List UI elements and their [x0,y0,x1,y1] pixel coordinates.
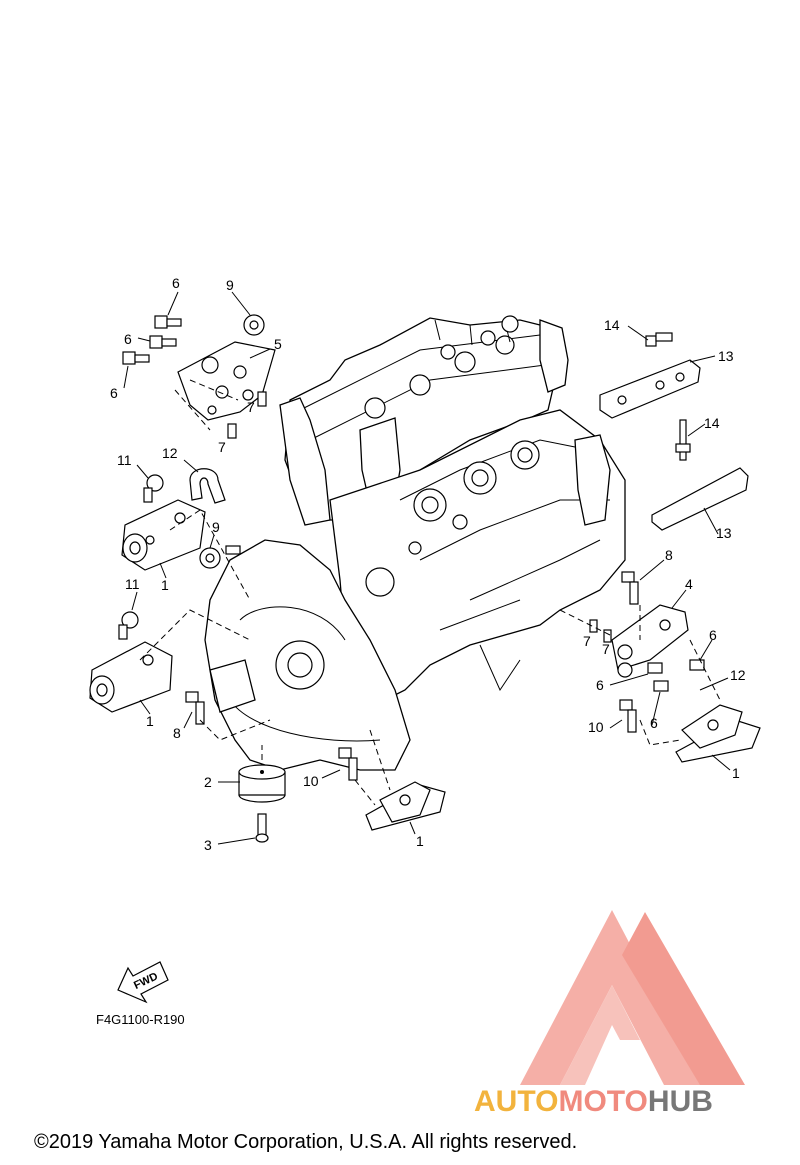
bolt-6-left [122,351,150,365]
watermark-moto: MOTO [558,1085,648,1118]
callout-7: 7 [247,399,255,415]
callout-9: 9 [212,519,220,535]
callout-1: 1 [161,577,169,593]
watermark-hub: HUB [647,1085,713,1118]
callout-12: 12 [730,667,746,683]
engine-mount-1-lower-left [89,641,173,713]
callout-6: 6 [124,331,132,347]
hose-12 [189,468,226,504]
bolt-6-upper [154,315,182,329]
bolt-3 [255,813,269,843]
callout-4: 4 [685,576,693,592]
callout-8: 8 [173,725,181,741]
pin-14-lower [675,419,691,461]
nut-9-upper [243,314,265,336]
callout-7: 7 [602,641,610,657]
callout-11: 11 [125,576,140,592]
bracket-13-lower [651,467,749,531]
watermark-auto: AUTO [474,1085,559,1118]
pin-7-upper [227,391,267,439]
callout-7: 7 [583,633,591,649]
engine-mount-1-bottom [365,781,446,831]
callout-14: 14 [704,415,720,431]
bolt-10-right [619,699,637,733]
callout-10: 10 [588,719,604,735]
callout-10: 10 [303,773,319,789]
bolt-8-left [185,691,205,725]
callouts: 6 9 6 5 6 7 7 11 12 9 1 11 1 8 2 10 3 1 … [110,275,746,853]
callout-1: 1 [732,765,740,781]
callout-5: 5 [274,336,282,352]
callout-8: 8 [665,547,673,563]
callout-11: 11 [117,452,132,468]
callout-13: 13 [718,348,734,364]
leader-lines [123,291,731,845]
bolt-11-upper [143,474,164,503]
watermark-brand: AUTOMOTOHUB [474,1085,713,1119]
engine-mount-1-upper-left [121,499,206,571]
damper-2 [238,764,286,803]
copyright-notice: ©2019 Yamaha Motor Corporation, U.S.A. A… [34,1131,578,1153]
bolt-10-bottom [338,747,358,781]
callout-3: 3 [204,837,212,853]
engine-block [204,315,626,771]
callout-6: 6 [110,385,118,401]
callout-14: 14 [604,317,620,333]
bracket-4 [611,604,689,678]
callout-6: 6 [650,715,658,731]
fwd-arrow-icon: FWD [117,961,169,1004]
pin-7-right [589,619,612,643]
callout-9: 9 [226,277,234,293]
callout-12: 12 [162,445,178,461]
callout-13: 13 [716,525,732,541]
bolt-11-lower [118,611,139,640]
bolt-8-right [621,571,639,605]
engine-bracket-5 [177,341,276,421]
bolts-6-right [647,659,705,692]
callout-7: 7 [218,439,226,455]
pin-14-upper [645,332,673,347]
callout-6: 6 [172,275,180,291]
diagram-code: F4G1100-R190 [96,1012,185,1027]
assembly-lines [139,379,721,806]
callout-6: 6 [709,627,717,643]
callout-2: 2 [204,774,212,790]
callout-6: 6 [596,677,604,693]
watermark-logo [520,910,745,1085]
callout-1: 1 [146,713,154,729]
engine-mount-1-right [675,704,761,763]
nut-9-lower [199,545,241,569]
callout-1: 1 [416,833,424,849]
bracket-13-upper [599,359,701,419]
bolt-6-mid [149,335,177,349]
